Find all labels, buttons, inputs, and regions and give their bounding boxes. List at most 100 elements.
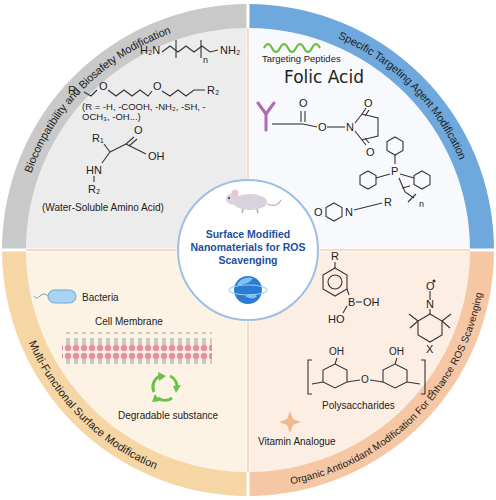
center-title: Surface Modified Nanomaterials for ROS S… [190, 228, 306, 267]
quadrant-fills [26, 28, 470, 472]
item-label: Degradable substance [118, 410, 218, 421]
chem-atom: N [345, 206, 353, 218]
chemical-bonds [272, 123, 303, 124]
antibody-icon [258, 103, 274, 130]
chemical-bonds [387, 137, 403, 155]
repeat-index: n [428, 388, 433, 398]
nanoparticle-icon [229, 276, 267, 304]
chem-atom: O [134, 124, 143, 136]
chemical-bonds [402, 186, 410, 188]
chemical-bonds [347, 380, 360, 382]
chemical-bonds [360, 171, 376, 189]
chemical-bonds [84, 90, 97, 96]
antibody-icon [266, 103, 274, 114]
chemical-bonds [300, 111, 301, 122]
item-label: Cell Membrane [95, 316, 163, 327]
chemical-bonds [370, 380, 383, 382]
chemical-bonds [400, 174, 414, 178]
ring-bands [2, 4, 494, 496]
item-label: Polysaccharides [322, 400, 395, 411]
chemical-bonds [129, 139, 137, 146]
chemical-bonds [334, 262, 335, 268]
chem-atom: P [391, 165, 398, 177]
chemical-bonds [343, 306, 347, 313]
antibody-icon [265, 114, 268, 130]
bacterium-icon [34, 294, 48, 298]
chem-atom: O [299, 97, 308, 109]
item-label: Targeting Peptides [262, 54, 341, 64]
chem-atom: O [364, 97, 373, 109]
chem-atom: B [348, 296, 355, 308]
chem-atom: R [331, 250, 339, 262]
recycle-icon [158, 398, 172, 400]
mouse-icon [228, 197, 230, 199]
chemical-bonds [395, 358, 397, 364]
center-fill [177, 179, 319, 321]
vitamin-star [279, 411, 301, 433]
chemical-bonds [356, 301, 362, 302]
dividers [0, 249, 176, 252]
dividers [247, 2, 250, 178]
chemical-bonds [326, 203, 342, 221]
chemical-bonds [93, 176, 94, 182]
chemical-bonds [104, 144, 110, 152]
chem-atom: OH [329, 346, 344, 357]
chem-atom: H₂N [140, 44, 160, 56]
chem-atom: N [346, 121, 354, 133]
chemical-bonds [200, 40, 201, 58]
chemical-bonds [162, 46, 218, 52]
chemical-bonds [175, 40, 176, 58]
chemical-bonds [308, 360, 312, 394]
chemical-bonds [102, 152, 110, 163]
chem-atom: R₁ [92, 132, 104, 144]
chemical-bonds [407, 382, 420, 384]
chem-atom: O [314, 206, 323, 218]
chem-atom: OH [148, 150, 165, 162]
cell-membrane-icon [62, 332, 212, 364]
bacterium-icon [34, 290, 76, 303]
chemical-bonds [312, 382, 323, 384]
chemical-bonds [323, 364, 347, 388]
chemical-bonds [323, 268, 347, 296]
chem-atom: N [426, 298, 434, 310]
chemical-bonds [303, 124, 317, 127]
ring-heading: Multi-Functional Surface Modification [27, 339, 160, 472]
chemical-bonds [347, 289, 349, 295]
chemical-bonds [110, 144, 126, 152]
center-circle: Surface Modified Nanomaterials for ROS S… [176, 178, 320, 322]
chemical-bonds [354, 203, 382, 210]
chemical-bonds [418, 314, 442, 342]
bacterium-icon [48, 290, 76, 303]
dividers [247, 322, 250, 498]
chem-atom: R₂ [88, 183, 100, 195]
mouse-icon [232, 190, 239, 197]
chemical-bonds [410, 321, 418, 328]
chemical-bonds [108, 90, 152, 96]
chemical-bonds [383, 364, 407, 388]
chemical-bonds [421, 360, 425, 394]
chemical-bonds [328, 275, 342, 289]
chem-atom: O [426, 280, 435, 292]
chemical-bonds [365, 138, 369, 143]
item-label: Bacteria [82, 292, 119, 303]
chemical-bonds [162, 90, 205, 96]
repeat-index: n [203, 56, 208, 66]
nanoparticle-icon [229, 285, 267, 295]
mouse-icon [242, 209, 243, 213]
chemical-bonds [376, 174, 390, 178]
chem-atom: O [318, 121, 327, 133]
dividers [320, 249, 496, 252]
chemical-bonds [362, 140, 366, 145]
item-label: Folic Acid [284, 68, 364, 87]
chem-atom: R₁ [68, 84, 80, 96]
ring-heading: Organic Antioxidant Modification For Enh… [289, 291, 483, 485]
chemical-bonds [408, 194, 416, 202]
chem-atom: NH₂ [220, 44, 240, 56]
chemical-bonds [304, 111, 305, 122]
dividers [247, 322, 249, 472]
chem-atom: OH [389, 346, 404, 357]
chemical-bonds [442, 321, 450, 328]
chem-atom: O [366, 146, 375, 158]
